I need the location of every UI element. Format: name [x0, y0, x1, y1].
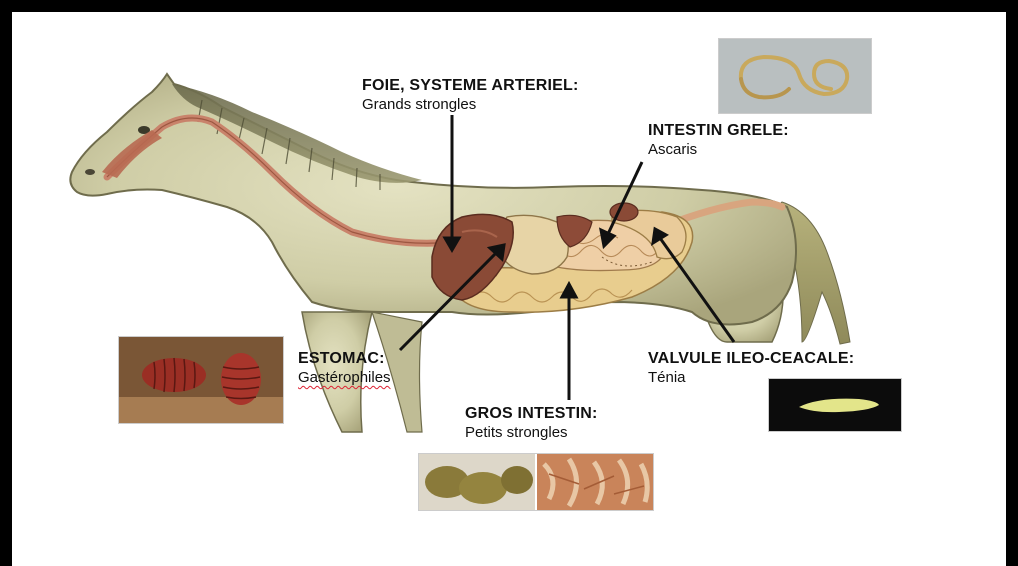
label-intestin-grele-title: INTESTIN GRELE: [648, 121, 789, 140]
strongyles-photo [418, 453, 654, 511]
label-gros-intestin: GROS INTESTIN: Petits strongles [465, 404, 598, 442]
label-gros-intestin-subtitle: Petits strongles [465, 424, 598, 442]
label-valvule: VALVULE ILEO-CEACALE: Ténia [648, 349, 854, 387]
label-foie-subtitle: Grands strongles [362, 96, 578, 114]
label-estomac-title: ESTOMAC: [298, 349, 391, 368]
label-foie: FOIE, SYSTEME ARTERIEL: Grands strongles [362, 76, 578, 114]
label-intestin-grele-subtitle: Ascaris [648, 141, 789, 159]
label-gros-intestin-title: GROS INTESTIN: [465, 404, 598, 423]
label-estomac: ESTOMAC: Gastérophiles [298, 349, 391, 387]
diagram-canvas: FOIE, SYSTEME ARTERIEL: Grands strongles… [12, 12, 1006, 566]
horse-nostril [85, 169, 95, 175]
bot-fly-larvae-photo [118, 336, 284, 424]
roundworm-photo [718, 38, 872, 114]
label-valvule-subtitle: Ténia [648, 369, 854, 387]
label-valvule-title: VALVULE ILEO-CEACALE: [648, 349, 854, 368]
label-intestin-grele: INTESTIN GRELE: Ascaris [648, 121, 789, 159]
label-foie-title: FOIE, SYSTEME ARTERIEL: [362, 76, 578, 95]
label-estomac-subtitle: Gastérophiles [298, 369, 391, 387]
